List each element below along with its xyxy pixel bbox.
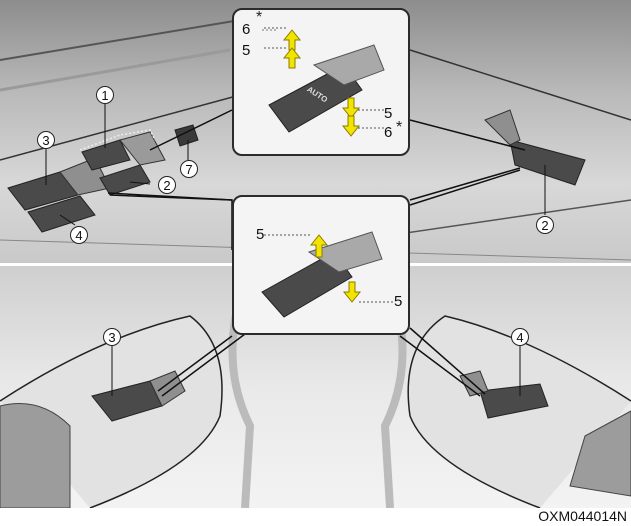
passenger-switch-callout: 5 5 (232, 195, 410, 335)
label-6-up: 6 (242, 21, 251, 38)
asterisk-up: * (256, 9, 263, 26)
marker-4-bottom: 4 (511, 328, 529, 346)
auto-switch-illustration (262, 27, 385, 137)
label-5-down: 5 (384, 105, 393, 122)
marker-1: 1 (96, 86, 114, 104)
passenger-switch-illustration (261, 231, 394, 318)
label-5-up: 5 (242, 42, 251, 59)
passenger-door-panels: 3 4 (0, 266, 631, 508)
label-6-down: 6 (384, 124, 393, 141)
marker-7: 7 (180, 160, 198, 178)
marker-3-top: 3 (37, 131, 55, 149)
marker-2-left: 2 (158, 176, 176, 194)
marker-2-right: 2 (536, 216, 554, 234)
marker-4-top: 4 (70, 226, 88, 244)
figure-code: OXM044014N (538, 508, 627, 524)
marker-3-bottom: 3 (103, 328, 121, 346)
asterisk-down: * (396, 119, 403, 136)
label-5-down-passenger: 5 (394, 293, 403, 310)
driver-door-illustration (0, 19, 631, 261)
driver-switch-callout: 6 * 5 5 6 * AUTO (232, 8, 410, 156)
passenger-door-illustration (0, 266, 631, 508)
label-5-up-passenger: 5 (256, 226, 265, 243)
